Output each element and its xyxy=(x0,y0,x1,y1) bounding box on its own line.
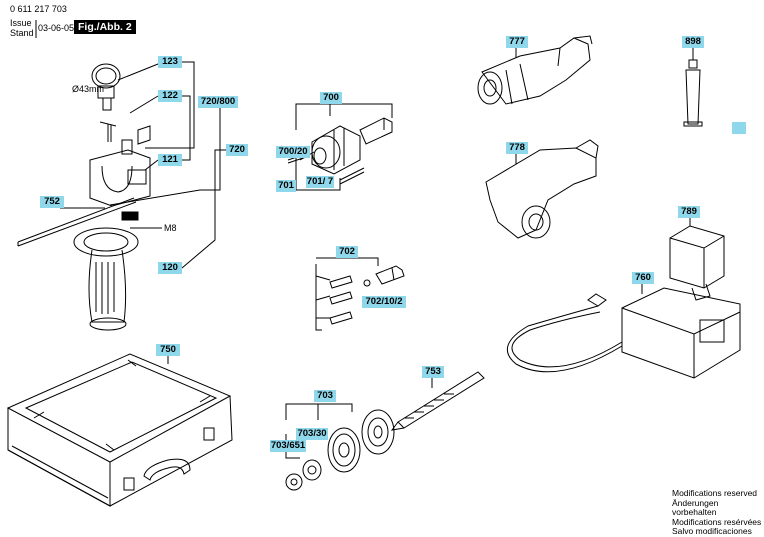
callout-703-651: 703/651 xyxy=(270,440,306,452)
callout-121: 121 xyxy=(158,154,182,166)
issue-label: Issue xyxy=(10,18,32,28)
callout-703: 703 xyxy=(314,390,336,402)
callout-777: 777 xyxy=(506,36,528,48)
callout-120: 120 xyxy=(158,262,182,274)
callout-123: 123 xyxy=(158,56,182,68)
callout-703-30: 703/30 xyxy=(296,428,328,440)
footer-notes: Modifications reserved Änderungen vorbeh… xyxy=(672,488,764,537)
callout-701: 701 xyxy=(276,180,296,192)
callout-760: 760 xyxy=(632,272,654,284)
callout-778: 778 xyxy=(506,142,528,154)
issue-date: 03-06-05 xyxy=(38,23,75,33)
diameter-label: Ø43mm xyxy=(72,84,105,94)
footer-line-1: Modifications reserved xyxy=(672,488,758,498)
callout-side-marker xyxy=(732,122,746,134)
footer-line-4: Salvo modificaciones xyxy=(672,526,752,536)
callout-702-10-2: 702/10/2 xyxy=(362,296,406,308)
stand-label: Stand xyxy=(10,28,34,38)
callout-898: 898 xyxy=(682,36,704,48)
figure-label: Fig./Abb. 2 xyxy=(74,20,136,34)
callout-702: 702 xyxy=(336,246,358,258)
callout-700-20: 700/20 xyxy=(276,146,310,158)
callout-720-800: 720/800 xyxy=(198,96,238,108)
footer-line-3: Modifications resérvées xyxy=(672,516,762,527)
callout-753: 753 xyxy=(422,366,444,378)
part-number: 0 611 217 703 xyxy=(10,4,67,14)
callout-122: 122 xyxy=(158,90,182,102)
callout-700: 700 xyxy=(320,92,342,104)
callout-750: 750 xyxy=(156,344,180,356)
callout-752: 752 xyxy=(40,196,64,208)
callout-701-7: 701/ 7 xyxy=(306,176,334,188)
footer-line-2: Änderungen vorbehalten xyxy=(672,497,719,517)
thread-label: M8 xyxy=(164,223,177,233)
callout-789: 789 xyxy=(678,206,700,218)
callout-720: 720 xyxy=(226,144,248,156)
